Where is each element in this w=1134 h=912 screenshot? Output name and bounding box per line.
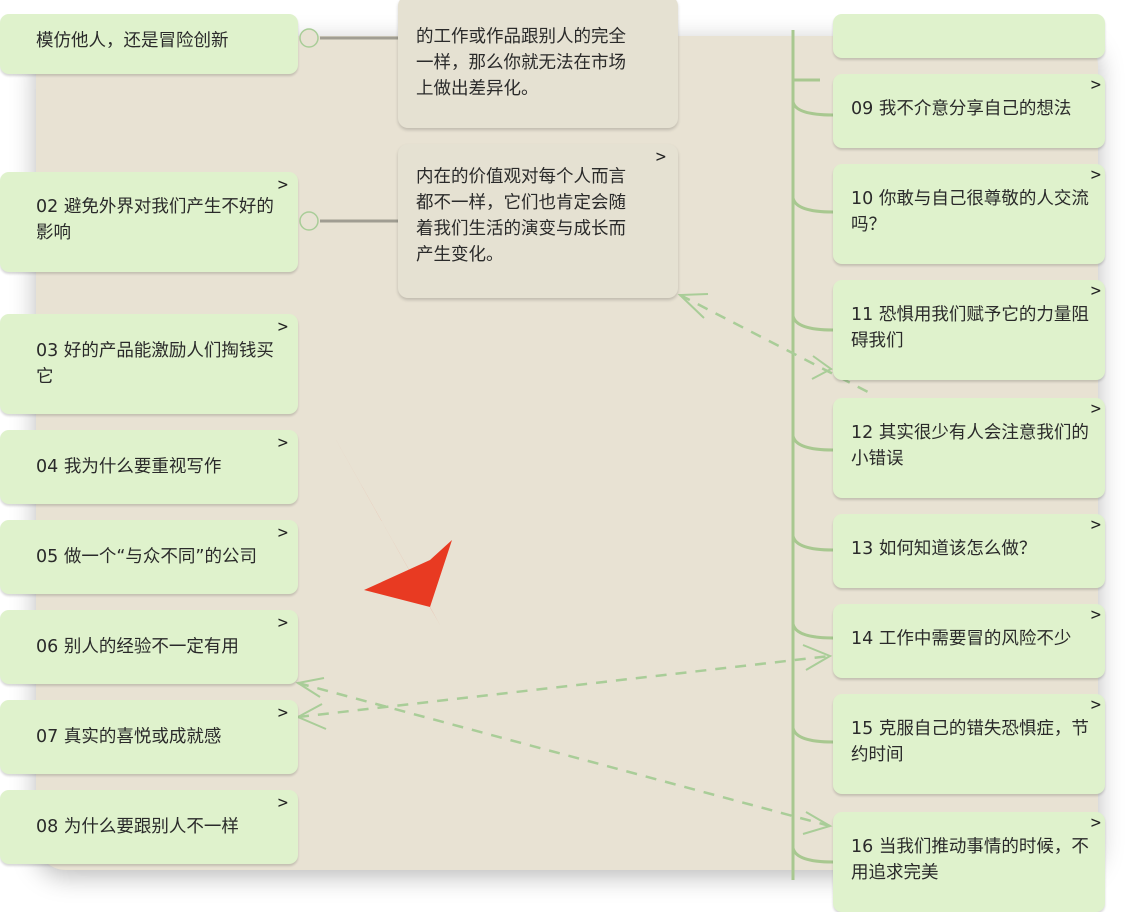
- topic-label-13: 13 如何知道该怎么做？: [851, 539, 1037, 559]
- topic-card-15[interactable]: > 15 克服自己的错失恐惧症，节约时间: [833, 694, 1105, 794]
- topic-card-08[interactable]: > 08 为什么要跟别人不一样: [0, 790, 298, 864]
- branch-connector-10: [791, 197, 834, 214]
- note-line: 着我们生活的演变与成长而: [416, 219, 626, 239]
- topic-label-08: 08 为什么要跟别人不一样: [36, 817, 239, 837]
- branch-connector-12: [791, 435, 834, 452]
- note-card-1[interactable]: 的工作或作品跟别人的完全 一样，那么你就无法在市场 上做出差异化。: [398, 0, 678, 128]
- note-line: 的工作或作品跟别人的完全: [416, 27, 626, 47]
- topic-card-11[interactable]: > 11 恐惧用我们赋予它的力量阻碍我们: [833, 280, 1105, 380]
- relation-line-note-11: [679, 293, 869, 394]
- branch-connector-11: [791, 315, 834, 332]
- topic-label-01: 模仿他人，还是冒险创新: [36, 31, 229, 51]
- topic-card-02[interactable]: > 02 避免外界对我们产生不好的影响: [0, 172, 298, 272]
- arrowhead-note: [677, 293, 709, 319]
- expand-chevron-icon[interactable]: >: [277, 613, 288, 633]
- branch-connector-13: [791, 535, 834, 552]
- expand-chevron-icon[interactable]: >: [277, 317, 288, 337]
- topic-card-14[interactable]: > 14 工作中需要冒的风险不少: [833, 604, 1105, 678]
- arrowhead-11: [811, 355, 833, 380]
- note-card-2[interactable]: > 内在的价值观对每个人而言 都不一样，它们也肯定会随 着我们生活的演变与成长而…: [398, 144, 678, 298]
- topic-card-10[interactable]: > 10 你敢与自己很尊敬的人交流吗？: [833, 164, 1105, 264]
- topic-label-06: 06 别人的经验不一定有用: [36, 637, 239, 657]
- topic-card-12[interactable]: > 12 其实很少有人会注意我们的小错误: [833, 398, 1105, 498]
- expand-chevron-icon[interactable]: >: [277, 523, 288, 543]
- branch-connector-09: [791, 78, 834, 117]
- branch-connector-15: [791, 727, 834, 744]
- collapse-toggle-1[interactable]: [299, 28, 319, 48]
- note-line: 都不一样，它们也肯定会随: [416, 193, 626, 213]
- arrowhead-16: [802, 811, 833, 835]
- collapse-toggle-2[interactable]: [299, 211, 319, 231]
- expand-chevron-icon[interactable]: >: [277, 433, 288, 453]
- topic-card-08-top[interactable]: [833, 14, 1105, 58]
- expand-chevron-icon[interactable]: >: [1090, 515, 1101, 535]
- note-line: 一样，那么你就无法在市场: [416, 53, 626, 73]
- topic-label-05: 05 做一个“与众不同”的公司: [36, 547, 257, 567]
- topic-label-02: 02 避免外界对我们产生不好的影响: [36, 197, 274, 243]
- topic-label-07: 07 真实的喜悦或成就感: [36, 727, 222, 747]
- topic-label-11: 11 恐惧用我们赋予它的力量阻碍我们: [851, 305, 1089, 351]
- expand-chevron-icon[interactable]: >: [1090, 695, 1101, 715]
- expand-chevron-icon[interactable]: >: [277, 793, 288, 813]
- arrowhead-14: [802, 644, 833, 671]
- topic-card-09[interactable]: > 09 我不介意分享自己的想法: [833, 74, 1105, 148]
- topic-label-12: 12 其实很少有人会注意我们的小错误: [851, 423, 1089, 469]
- branch-connector-16: [791, 847, 834, 864]
- topic-label-04: 04 我为什么要重视写作: [36, 457, 222, 477]
- topic-card-04[interactable]: > 04 我为什么要重视写作: [0, 430, 298, 504]
- note-line: 产生变化。: [416, 245, 504, 265]
- expand-chevron-icon[interactable]: >: [1090, 605, 1101, 625]
- note-line: 上做出差异化。: [416, 79, 539, 99]
- note-line: 内在的价值观对每个人而言: [416, 167, 626, 187]
- topic-label-16: 16 当我们推动事情的时候，不用追求完美: [851, 837, 1089, 883]
- topic-label-03: 03 好的产品能激励人们掏钱买它: [36, 341, 274, 387]
- topic-card-06[interactable]: > 06 别人的经验不一定有用: [0, 610, 298, 684]
- topic-label-10: 10 你敢与自己很尊敬的人交流吗？: [851, 189, 1089, 235]
- expand-chevron-icon[interactable]: >: [277, 175, 288, 195]
- arrowhead-06: [295, 677, 325, 698]
- branch-connector-14: [791, 623, 834, 640]
- expand-chevron-icon[interactable]: >: [655, 147, 666, 167]
- topic-card-07[interactable]: > 07 真实的喜悦或成就感: [0, 700, 298, 774]
- topic-card-03[interactable]: > 03 好的产品能激励人们掏钱买它: [0, 314, 298, 414]
- mindmap-window: 模仿他人，还是冒险创新 > 02 避免外界对我们产生不好的影响 > 03 好的产…: [0, 0, 1105, 912]
- expand-chevron-icon[interactable]: >: [1090, 75, 1101, 95]
- relation-line-07-14: [297, 654, 831, 719]
- relation-line-06-16: [297, 681, 831, 828]
- topic-card-01[interactable]: 模仿他人，还是冒险创新: [0, 14, 298, 74]
- arrowhead-07: [295, 703, 327, 730]
- expand-chevron-icon[interactable]: >: [1090, 165, 1101, 185]
- red-pointer-arrow: [336, 440, 452, 625]
- topic-label-09: 09 我不介意分享自己的想法: [851, 99, 1072, 119]
- expand-chevron-icon[interactable]: >: [1090, 813, 1101, 833]
- topic-label-14: 14 工作中需要冒的风险不少: [851, 629, 1072, 649]
- topic-card-16[interactable]: > 16 当我们推动事情的时候，不用追求完美: [833, 812, 1105, 912]
- topic-card-13[interactable]: > 13 如何知道该怎么做？: [833, 514, 1105, 588]
- topic-card-05[interactable]: > 05 做一个“与众不同”的公司: [0, 520, 298, 594]
- expand-chevron-icon[interactable]: >: [1090, 399, 1101, 419]
- topic-label-15: 15 克服自己的错失恐惧症，节约时间: [851, 719, 1089, 765]
- expand-chevron-icon[interactable]: >: [1090, 281, 1101, 301]
- expand-chevron-icon[interactable]: >: [277, 703, 288, 723]
